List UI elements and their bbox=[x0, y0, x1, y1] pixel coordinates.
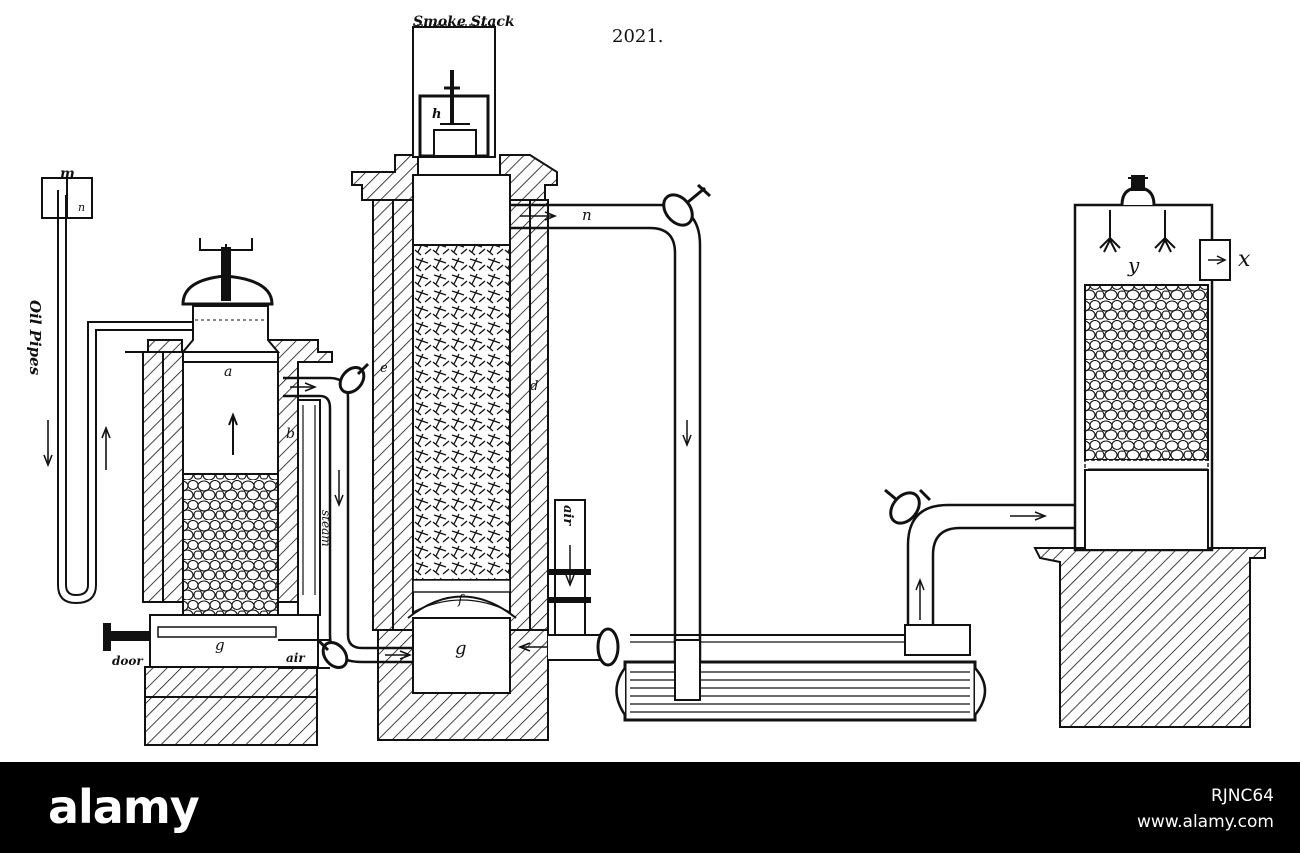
valve-n bbox=[662, 183, 712, 227]
label-h: h bbox=[432, 107, 441, 122]
label-air-vertical: air bbox=[560, 505, 575, 526]
gas-apparatus-diagram: 2021. Smoke Stack Oil Pipes m n a b g do… bbox=[26, 14, 1266, 746]
image-id: RJNC64 bbox=[1210, 786, 1274, 806]
superheater bbox=[351, 24, 558, 741]
air-inlet-left bbox=[278, 639, 330, 669]
site-url: www.alamy.com bbox=[1136, 812, 1274, 832]
label-f: f bbox=[457, 593, 465, 608]
label-e: e bbox=[380, 361, 388, 376]
valve-upper-left bbox=[338, 362, 370, 395]
diagram-canvas: 2021. Smoke Stack Oil Pipes m n a b g do… bbox=[26, 14, 1266, 746]
watermark-banner bbox=[0, 762, 1300, 853]
valve-lower-left bbox=[316, 638, 349, 670]
label-n-small: n bbox=[78, 201, 85, 214]
alamy-logo: alamy bbox=[48, 780, 200, 834]
valve-x bbox=[884, 488, 932, 525]
label-door: door bbox=[112, 654, 144, 668]
washer-cylinder bbox=[615, 634, 987, 722]
label-m: m bbox=[60, 166, 75, 182]
label-smoke-stack: Smoke Stack bbox=[413, 14, 515, 30]
label-x: x bbox=[1238, 247, 1251, 272]
oil-pipes bbox=[41, 177, 192, 605]
label-a: a bbox=[224, 364, 232, 380]
flow-arrows-center bbox=[517, 642, 550, 652]
air-pipe bbox=[548, 499, 620, 667]
gas-pipe-x bbox=[904, 503, 1085, 656]
label-air-bottom: air bbox=[286, 651, 306, 665]
scrubber bbox=[1033, 175, 1266, 728]
label-g-center: g bbox=[455, 638, 467, 659]
figure-number: 2021. bbox=[612, 26, 664, 47]
label-g-left: g bbox=[215, 636, 225, 654]
label-n-pipe: n bbox=[582, 206, 592, 224]
label-b: b bbox=[286, 426, 295, 442]
label-y: y bbox=[1127, 253, 1140, 277]
label-d: d bbox=[530, 379, 538, 394]
oil-generator bbox=[103, 238, 333, 746]
label-oil-pipes: Oil Pipes bbox=[26, 300, 44, 376]
label-steam: steam bbox=[319, 510, 333, 547]
